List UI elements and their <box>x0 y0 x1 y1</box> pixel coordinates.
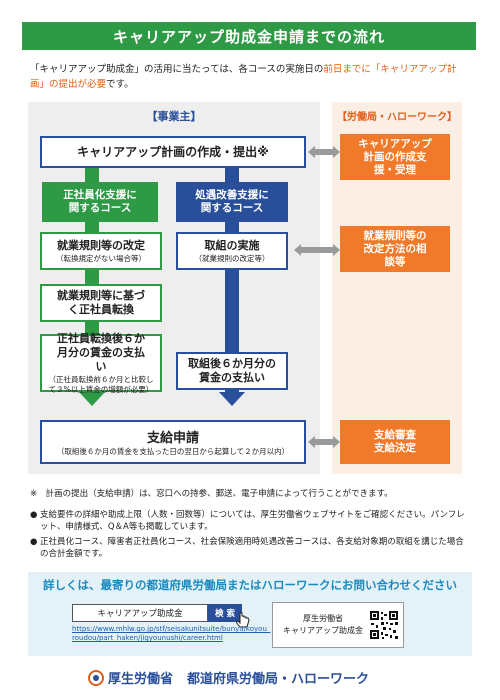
wage-conversion-sub: （正社員転換前６か月と比較して３%以上賃金の増額が必要） <box>48 374 154 394</box>
ministry-logo-icon <box>88 669 104 686</box>
employer-header: 【事業主】 <box>146 110 202 123</box>
footer-office: 都道府県労働局・ハローワーク <box>187 672 370 687</box>
green-flow-arrowhead <box>79 392 105 406</box>
intro-highlight: 前日までに「キャリアアップ計画」の提出が必要 <box>30 64 457 90</box>
blue-flow-bar <box>225 168 239 392</box>
measure-label: 取組の実施 <box>204 238 260 252</box>
rules-change-sub: （転換規定がない場合等） <box>56 253 146 263</box>
qr-label-line1: 厚生労働省 <box>303 614 343 623</box>
qr-code-icon <box>369 610 399 640</box>
website-url-link[interactable]: https://www.mhlw.go.jp/stf/seisakunitsui… <box>72 625 271 642</box>
wage-measure-label: 取組後６か月分の賃金の支払い <box>188 357 276 384</box>
footer: 厚生労働省 都道府県労働局・ハローワーク <box>88 668 369 687</box>
course-treatment: 処遇改善支援に関するコース <box>176 182 288 222</box>
conversion-label: 就業規則等に基づく正社員転換 <box>57 289 145 316</box>
office-header: 【労働局・ハローワーク】 <box>337 112 457 123</box>
rules-change-label: 就業規則等の改定 <box>57 238 145 252</box>
bullet-dot: ● <box>30 510 38 520</box>
office-review-box: 支給審査支給決定 <box>340 420 450 464</box>
course-regular: 正社員化支援に関するコース <box>42 182 158 222</box>
wage-conversion-label: 正社員転換後６か月分の賃金の支払い <box>57 331 145 373</box>
intro-text: 「キャリアアップ助成金」の活用に当たっては、各コースの実施日の前日までに「キャリ… <box>30 62 470 92</box>
intro-part1: 「キャリアアップ助成金」の活用に当たっては、各コースの実施日の <box>30 64 324 75</box>
footer-ministry: 厚生労働省 <box>108 672 174 687</box>
qr-card: 厚生労働省 キャリアアップ助成金 <box>272 602 404 648</box>
office-plan-box: キャリアアップ計画の作成支援・受理 <box>340 134 450 180</box>
qr-label-line2: キャリアアップ助成金 <box>283 626 363 635</box>
list-item: ●支給要件の詳細や助成上限（人数・回数等）については、厚生労働省ウェブサイトをご… <box>30 509 470 533</box>
wage-conversion-box: 正社員転換後６か月分の賃金の支払い （正社員転換前６か月と比較して３%以上賃金の… <box>40 331 162 394</box>
bullet-text: 正社員化コース、障害者正社員化コース、社会保険適用時処遇改善コースは、各支給対象… <box>40 537 464 559</box>
inquiry-title: 詳しくは、最寄りの都道府県労働局またはハローワークにお問い合わせください <box>43 578 457 592</box>
wage-measure-box: 取組後６か月分の賃金の支払い <box>176 352 288 390</box>
search-input[interactable]: キャリアアップ助成金 <box>72 604 208 622</box>
office-rules-box: 就業規則等の改定方法の相談等 <box>340 226 450 272</box>
double-arrow-icon <box>294 244 340 256</box>
submission-note: ※ 計画の提出（支給申請）は、窓口への持参、郵送、電子申請によって行うことができ… <box>30 489 393 499</box>
measure-sub: （就業規則の改定等） <box>194 253 270 263</box>
rules-change-box: 就業規則等の改定 （転換規定がない場合等） <box>40 232 162 270</box>
plan-box-label: キャリアアップ計画の作成・提出※ <box>77 145 269 159</box>
title-banner: キャリアアップ助成金申請までの流れ <box>22 22 476 50</box>
bullet-list: ●支給要件の詳細や助成上限（人数・回数等）については、厚生労働省ウェブサイトをご… <box>30 506 470 560</box>
application-box: 支給申請 （取組後６か月の賃金を支払った日の翌日から起算して２か月以内） <box>40 420 306 464</box>
pointer-icon <box>235 612 250 631</box>
double-arrow-icon <box>308 436 340 448</box>
application-sub: （取組後６か月の賃金を支払った日の翌日から起算して２か月以内） <box>56 447 290 456</box>
qr-label: 厚生労働省 キャリアアップ助成金 <box>279 613 367 637</box>
blue-flow-arrowhead <box>219 392 245 406</box>
measure-box: 取組の実施 （就業規則の改定等） <box>176 232 288 270</box>
intro-part2: です。 <box>106 79 134 90</box>
application-label: 支給申請 <box>146 431 199 446</box>
search-button[interactable]: 検 索 <box>208 604 242 622</box>
bullet-text: 支給要件の詳細や助成上限（人数・回数等）については、厚生労働省ウェブサイトをご確… <box>40 510 465 532</box>
conversion-box: 就業規則等に基づく正社員転換 <box>40 284 162 322</box>
list-item: ●正社員化コース、障害者正社員化コース、社会保険適用時処遇改善コースは、各支給対… <box>30 536 470 560</box>
double-arrow-icon <box>308 146 340 158</box>
bullet-dot: ● <box>30 537 38 547</box>
plan-box: キャリアアップ計画の作成・提出※ <box>40 136 306 168</box>
